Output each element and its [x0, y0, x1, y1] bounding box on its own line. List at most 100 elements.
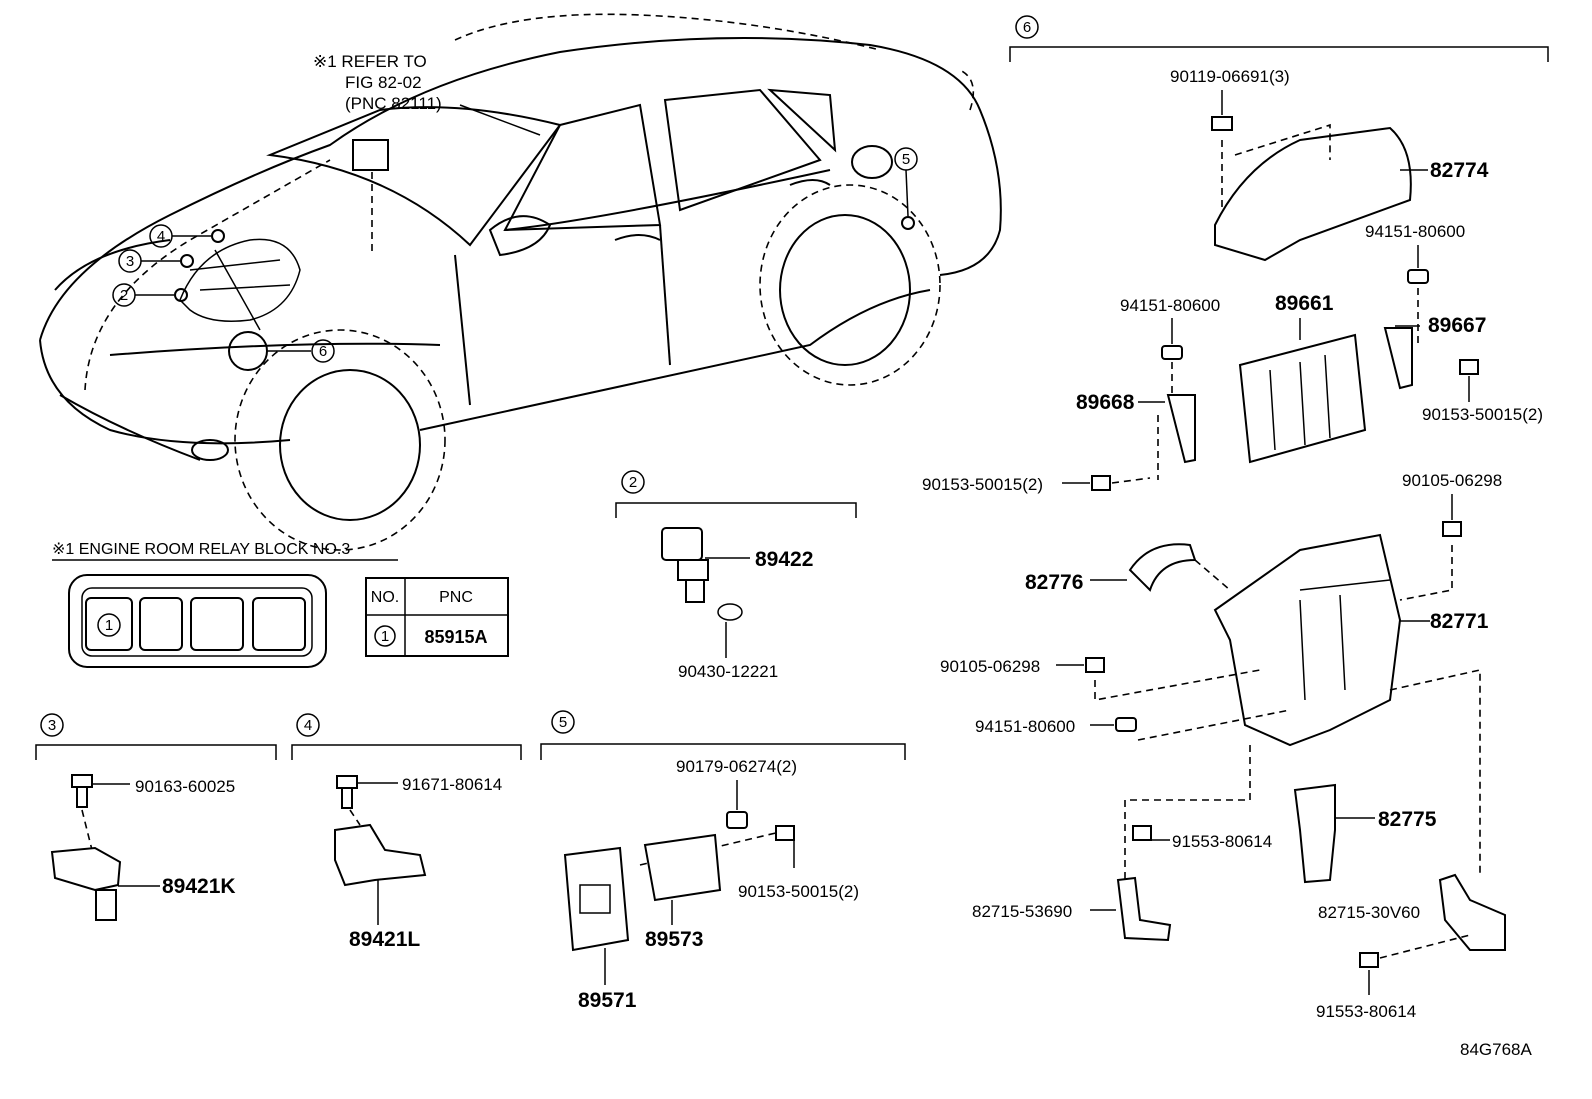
crank-sensor-icon [50, 846, 122, 892]
relay-slot-4 [252, 597, 306, 651]
part-91553-80614-b: 91553-80614 [1316, 1002, 1416, 1021]
bracket-icon [643, 833, 722, 902]
part-91671-80614: 91671-80614 [402, 775, 502, 794]
location-marker-3 [180, 254, 194, 268]
part-82715-30V60: 82715-30V60 [1318, 903, 1420, 922]
callout-circle-6 [311, 339, 335, 363]
part-94151-80600-a: 94151-80600 [1365, 222, 1465, 241]
callout-label-2: 2 [120, 287, 128, 304]
part-82774: 82774 [1430, 159, 1489, 182]
part-89667: 89667 [1428, 314, 1486, 337]
nut-icon [1161, 345, 1183, 360]
relay-block-outline [68, 574, 327, 668]
part-89421K: 89421K [162, 875, 236, 898]
part-90153-50015-right: 90153-50015(2) [1422, 405, 1543, 424]
table-row-pnc: 85915A [424, 627, 487, 647]
relay-block-icon [352, 139, 389, 171]
part-90105-06298-a: 90105-06298 [1402, 471, 1502, 490]
section-4-marker: 4 [304, 717, 312, 734]
ecu-bracket-left-icon [1166, 394, 1196, 464]
bolt-icon [1359, 952, 1379, 968]
relay-slot-marker: 1 [105, 617, 113, 634]
table-header-no: NO. [371, 589, 399, 606]
part-89421L: 89421L [349, 928, 420, 951]
section-2-marker: 2 [629, 474, 637, 491]
part-90430-12221: 90430-12221 [678, 662, 778, 681]
nut-icon [1407, 269, 1429, 284]
case-bracket-left-icon [1116, 876, 1172, 942]
air-duct-icon [1128, 543, 1197, 592]
relay-slot-3 [190, 597, 244, 651]
part-91553-80614-a: 91553-80614 [1172, 832, 1272, 851]
bolt-icon [775, 825, 795, 841]
table-header-pnc: PNC [439, 589, 473, 606]
figure-code: 84G768A [1460, 1040, 1532, 1059]
part-89422: 89422 [755, 548, 813, 571]
cam-sensor-icon [334, 823, 427, 887]
pnc-table [365, 577, 509, 657]
bolt-icon [1091, 475, 1111, 491]
callout-circle-4 [149, 224, 173, 248]
section-4: 4 91671-80614 89421L [291, 713, 522, 951]
temperature-sensor-icon [661, 527, 703, 561]
callout-circle-2 [112, 283, 136, 307]
part-94151-80600-c: 94151-80600 [975, 717, 1075, 736]
location-marker-5 [901, 216, 915, 230]
refer-note-line1: ※1 REFER TO [313, 52, 427, 71]
bolt-icon [1459, 359, 1479, 375]
callout-circle-5 [894, 147, 918, 171]
control-module-icon [563, 846, 630, 952]
case-bracket-right-icon [1438, 873, 1506, 951]
callout-label-5: 5 [902, 151, 910, 168]
bolt-icon [71, 774, 93, 788]
section-3: 3 90163-60025 89421K [35, 713, 277, 921]
section-3-marker: 3 [48, 717, 56, 734]
part-82771: 82771 [1430, 610, 1489, 633]
part-82775: 82775 [1378, 808, 1437, 831]
callout-label-6: 6 [319, 343, 327, 360]
part-90163-60025: 90163-60025 [135, 777, 235, 796]
ecu-cover-icon [1214, 126, 1412, 262]
car-illustration: 4 3 2 5 6 [39, 13, 1002, 551]
bolt-icon [1442, 521, 1462, 537]
section-5-marker: 5 [559, 714, 567, 731]
bolt-icon [1085, 657, 1105, 673]
table-row-no: 1 [381, 628, 389, 645]
part-89661: 89661 [1275, 292, 1334, 315]
section-6: 6 90119-06691(3) 82774 94151-80600 94151… [922, 15, 1549, 1021]
bolt-icon [1132, 825, 1152, 841]
nut-icon [726, 811, 748, 829]
callout-label-3: 3 [126, 253, 134, 270]
bolt-icon [1211, 116, 1233, 131]
relay-slot-1 [85, 597, 133, 651]
callout-label-4: 4 [157, 228, 165, 245]
part-82715-53690: 82715-53690 [972, 902, 1072, 921]
location-marker-2 [174, 288, 188, 302]
part-90153-50015-section5: 90153-50015(2) [738, 882, 859, 901]
section-6-marker: 6 [1023, 19, 1031, 36]
nut-icon [1115, 717, 1137, 732]
part-82776: 82776 [1025, 571, 1083, 594]
part-90105-06298-b: 90105-06298 [940, 657, 1040, 676]
ecu-case-icon [1213, 533, 1402, 747]
location-marker-6 [228, 331, 268, 371]
section-2: 2 89422 90430-12221 [615, 470, 857, 681]
intake-duct-icon [1293, 783, 1336, 884]
refer-note-line2: FIG 82-02 [345, 73, 422, 92]
part-90153-50015-left: 90153-50015(2) [922, 475, 1043, 494]
refer-note-line3: (PNC 82111) [345, 94, 442, 113]
part-89571: 89571 [578, 989, 637, 1012]
ecu-bracket-right-icon [1383, 327, 1413, 390]
part-89573: 89573 [645, 928, 703, 951]
bolt-icon [336, 775, 358, 789]
part-89668: 89668 [1076, 391, 1135, 414]
relay-slot-2 [139, 597, 183, 651]
part-90179-06274: 90179-06274(2) [676, 757, 797, 776]
relay-block-title: ※1 ENGINE ROOM RELAY BLOCK NO.3 [52, 541, 350, 558]
gasket-icon [717, 603, 743, 621]
section-5: 5 90179-06274(2) 90153-50015(2) 89573 89… [540, 710, 906, 1012]
relay-block-section: ※1 ENGINE ROOM RELAY BLOCK NO.3 1 NO. PN… [52, 541, 509, 668]
part-94151-80600-b: 94151-80600 [1120, 296, 1220, 315]
location-marker-4 [211, 229, 225, 243]
